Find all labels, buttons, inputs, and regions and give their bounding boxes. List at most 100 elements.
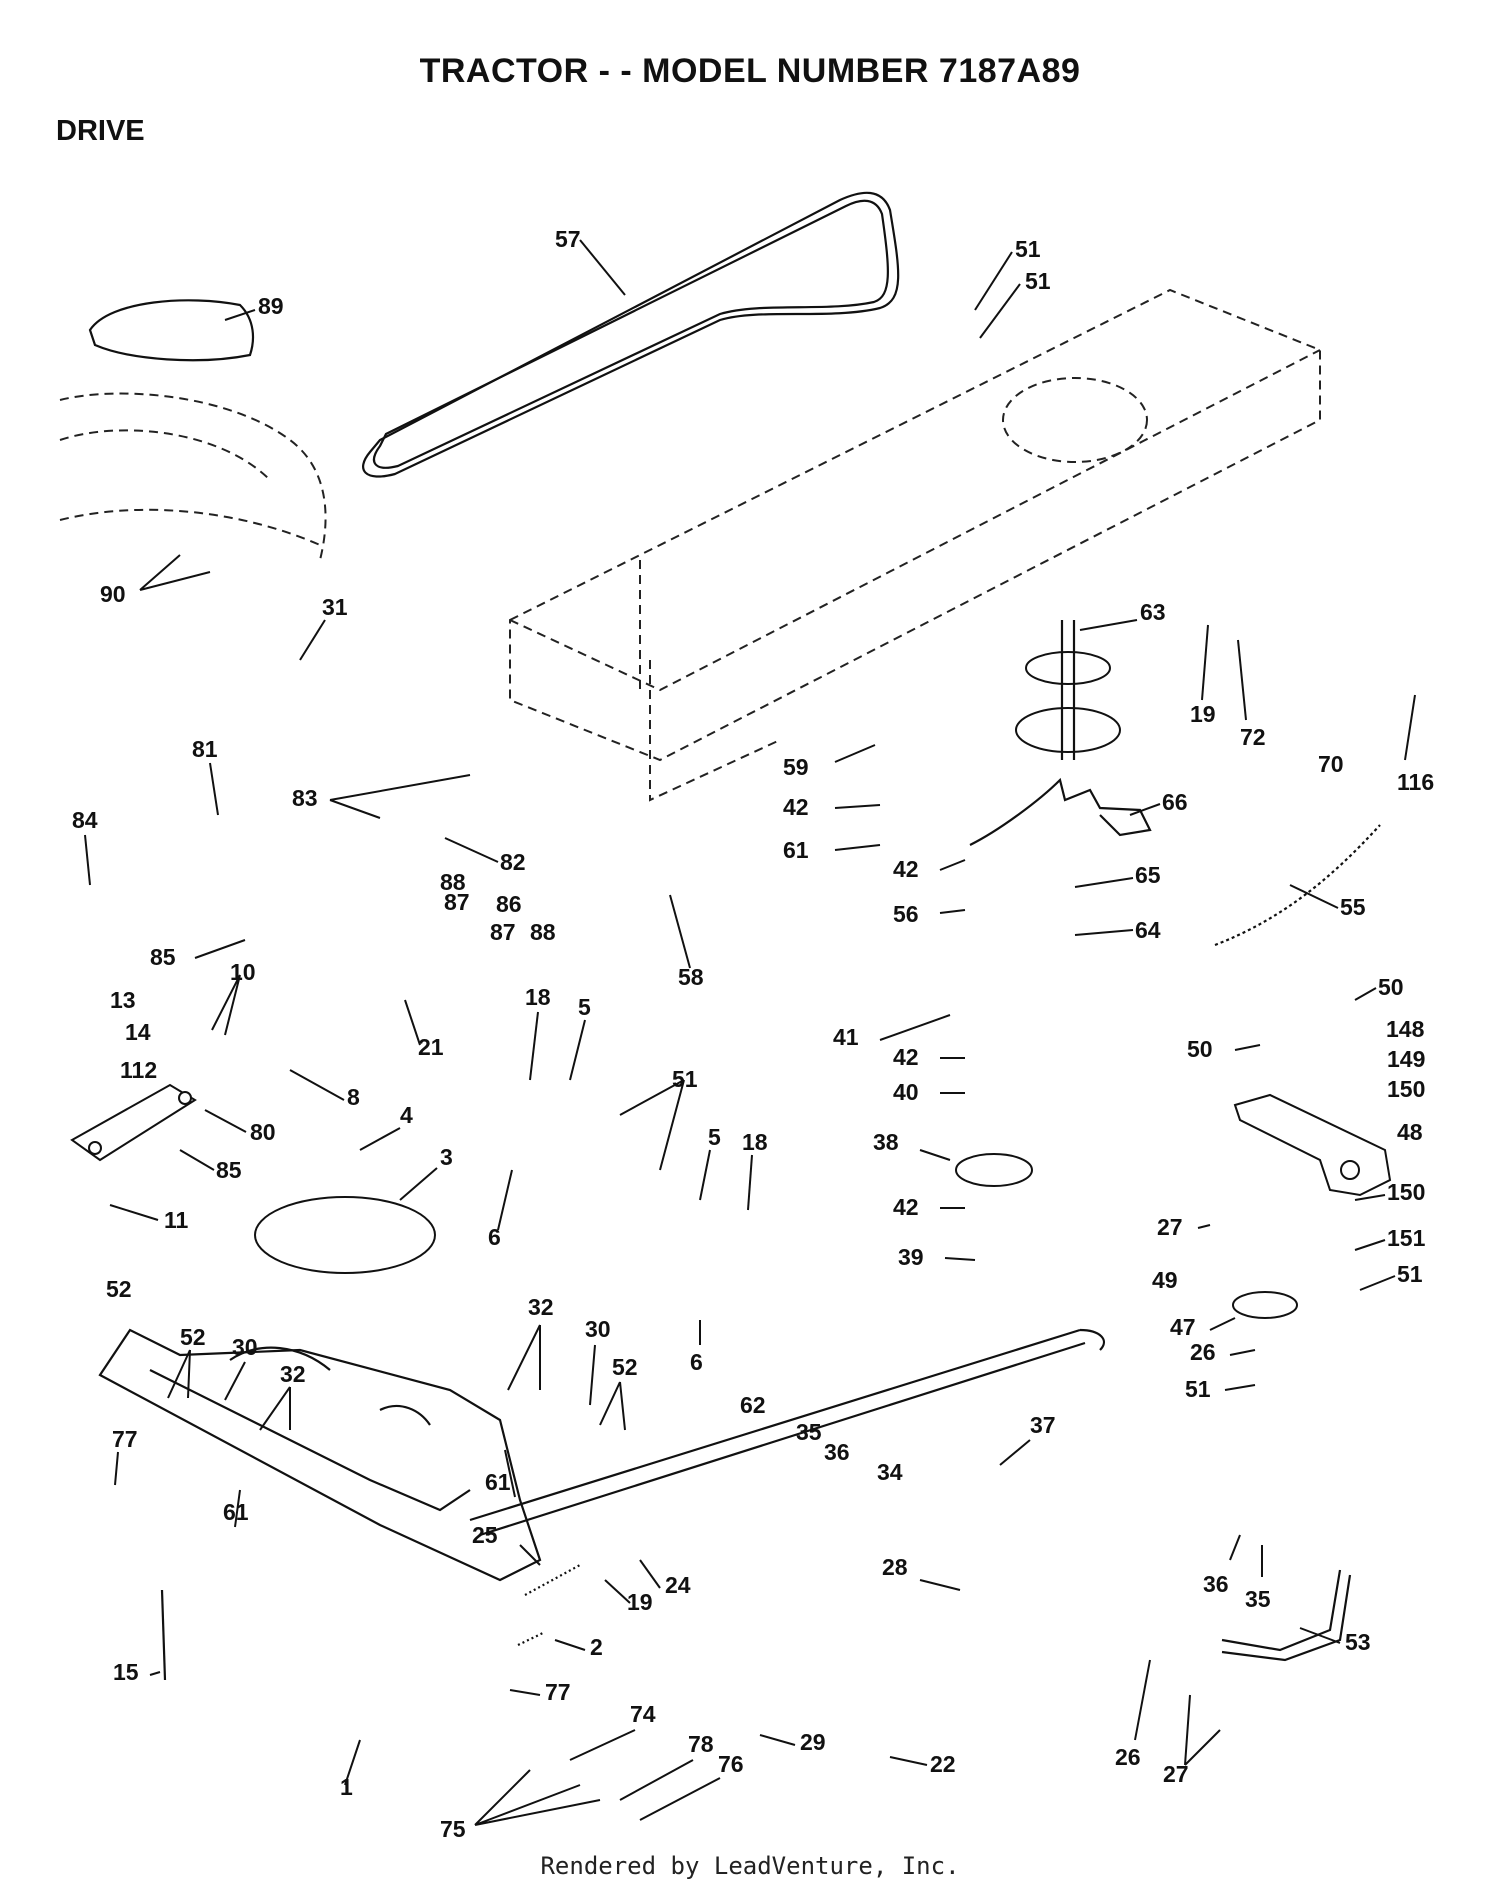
callout-65: 65 xyxy=(1135,862,1161,888)
callout-64: 64 xyxy=(1135,917,1161,943)
callout-35: 35 xyxy=(796,1419,822,1445)
callout-88: 88 xyxy=(530,919,556,945)
callout-36: 36 xyxy=(1203,1571,1229,1597)
callout-66: 66 xyxy=(1162,789,1188,815)
callout-32: 32 xyxy=(280,1361,306,1387)
callout-89: 89 xyxy=(258,293,284,319)
callout-52: 52 xyxy=(106,1276,132,1302)
callout-75: 75 xyxy=(440,1816,466,1842)
callout-51: 51 xyxy=(1015,236,1041,262)
callout-70: 70 xyxy=(1318,751,1344,777)
callout-21: 21 xyxy=(418,1034,444,1060)
callout-148: 148 xyxy=(1386,1016,1425,1042)
callout-labels: 57 51 51 89 90 31 63 19 72 70 116 81 83 … xyxy=(72,226,1434,1842)
callout-30: 30 xyxy=(585,1316,611,1342)
callout-74: 74 xyxy=(630,1701,656,1727)
callout-38: 38 xyxy=(873,1129,899,1155)
callout-151: 151 xyxy=(1387,1225,1426,1251)
callout-61: 61 xyxy=(783,837,809,863)
callout-80: 80 xyxy=(250,1119,276,1145)
section-title: DRIVE xyxy=(56,115,145,147)
callout-149: 149 xyxy=(1387,1046,1425,1072)
callout-47: 47 xyxy=(1170,1314,1196,1340)
callout-150: 150 xyxy=(1387,1076,1425,1102)
tractor-frame xyxy=(509,288,1321,802)
callout-42: 42 xyxy=(893,1044,919,1070)
callout-2: 2 xyxy=(590,1634,603,1660)
callout-10: 10 xyxy=(230,959,256,985)
callout-42: 42 xyxy=(893,1194,919,1220)
idler-bracket-48 xyxy=(1233,1093,1392,1197)
callout-51: 51 xyxy=(1185,1376,1211,1402)
spring-2 xyxy=(517,1631,546,1646)
callout-116: 116 xyxy=(1397,769,1434,795)
footer-credit: Rendered by LeadVenture, Inc. xyxy=(540,1852,960,1880)
callout-84: 84 xyxy=(72,807,98,833)
callout-51: 51 xyxy=(1025,268,1051,294)
pulley-3 xyxy=(254,1196,436,1274)
callout-56: 56 xyxy=(893,901,919,927)
callout-19: 19 xyxy=(627,1589,653,1615)
callout-19: 19 xyxy=(1190,701,1216,727)
callout-77: 77 xyxy=(112,1426,138,1452)
callout-78: 78 xyxy=(688,1731,714,1757)
idler-rod xyxy=(969,777,1152,846)
transaxle xyxy=(98,1328,542,1582)
callout-51: 51 xyxy=(1397,1261,1423,1287)
callout-77: 77 xyxy=(545,1679,571,1705)
callout-22: 22 xyxy=(930,1751,956,1777)
callout-11: 11 xyxy=(164,1207,189,1233)
callout-18: 18 xyxy=(742,1129,768,1155)
callout-42: 42 xyxy=(893,856,919,882)
pulley-47 xyxy=(1232,1291,1298,1319)
callout-25: 25 xyxy=(472,1522,498,1548)
callout-90: 90 xyxy=(100,581,126,607)
callout-87: 87 xyxy=(444,889,470,915)
callout-76: 76 xyxy=(718,1751,744,1777)
callout-112: 112 xyxy=(120,1057,157,1083)
callout-53: 53 xyxy=(1345,1629,1371,1655)
callout-55: 55 xyxy=(1340,894,1366,920)
page-title: TRACTOR - - MODEL NUMBER 7187A89 xyxy=(419,52,1081,90)
callout-8: 8 xyxy=(347,1084,360,1110)
fender-assembly xyxy=(59,299,327,561)
callout-13: 13 xyxy=(110,987,136,1013)
callout-26: 26 xyxy=(1115,1744,1141,1770)
callout-88: 88 xyxy=(440,869,466,895)
pulley-63 xyxy=(1015,620,1121,760)
callout-24: 24 xyxy=(665,1572,691,1598)
callout-85: 85 xyxy=(216,1157,242,1183)
callout-5: 5 xyxy=(708,1124,721,1150)
callout-39: 39 xyxy=(898,1244,924,1270)
callout-6: 6 xyxy=(690,1349,703,1375)
callout-52: 52 xyxy=(612,1354,638,1380)
callout-58: 58 xyxy=(678,964,704,990)
callout-82: 82 xyxy=(500,849,526,875)
callout-37: 37 xyxy=(1030,1412,1056,1438)
callout-50: 50 xyxy=(1378,974,1404,1000)
callout-30: 30 xyxy=(232,1334,258,1360)
callout-14: 14 xyxy=(125,1019,151,1045)
callout-83: 83 xyxy=(292,785,318,811)
spring-25 xyxy=(524,1564,581,1596)
bracket-80 xyxy=(70,1083,197,1162)
callout-5: 5 xyxy=(578,994,591,1020)
callout-42: 42 xyxy=(783,794,809,820)
callout-63: 63 xyxy=(1140,599,1166,625)
callout-26: 26 xyxy=(1190,1339,1216,1365)
callout-50: 50 xyxy=(1187,1036,1213,1062)
callout-36: 36 xyxy=(824,1439,850,1465)
bolt-15 xyxy=(160,1589,167,1681)
axle-rod xyxy=(469,1328,1105,1537)
callout-52: 52 xyxy=(180,1324,206,1350)
drive-belt xyxy=(362,191,900,478)
extension-spring xyxy=(1214,824,1381,947)
callout-48: 48 xyxy=(1397,1119,1423,1145)
callout-86: 86 xyxy=(496,891,522,917)
callout-28: 28 xyxy=(882,1554,908,1580)
callout-35: 35 xyxy=(1245,1586,1271,1612)
callout-27: 27 xyxy=(1157,1214,1183,1240)
callout-150: 150 xyxy=(1387,1179,1425,1205)
callout-40: 40 xyxy=(893,1079,919,1105)
